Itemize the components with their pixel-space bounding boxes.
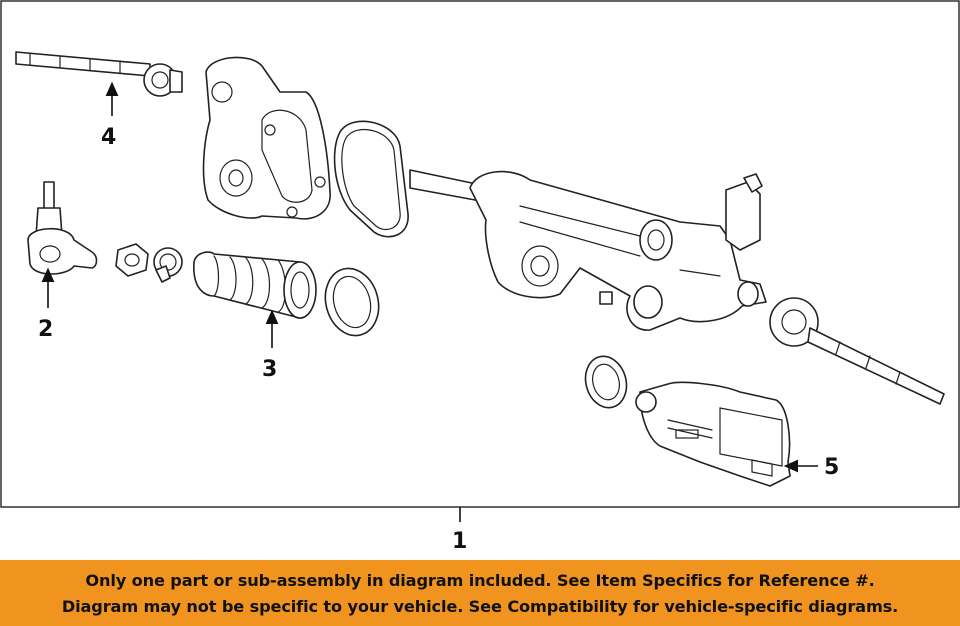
- diagram-frame: [0, 0, 960, 508]
- outer-tie-rod-end: [27, 181, 98, 275]
- callout-5: 5: [824, 455, 839, 480]
- inner-tie-rod-left: [15, 51, 183, 97]
- callout-4: 4: [101, 125, 116, 150]
- disclaimer-line-1: Only one part or sub-assembly in diagram…: [85, 571, 875, 590]
- inner-tie-rod-right: [769, 297, 945, 405]
- cover-gasket: [333, 120, 409, 238]
- rack-boot: [193, 251, 317, 319]
- boot-clamp-large: [324, 267, 380, 337]
- steering-rack-assembly: [409, 169, 767, 331]
- steering-gear-exploded-diagram: 4 2 3 5 1: [0, 0, 960, 554]
- disclaimer-line-2: Diagram may not be specific to your vehi…: [61, 597, 899, 616]
- clamp-ring-right: [584, 355, 628, 409]
- disclaimer-banner: Only one part or sub-assembly in diagram…: [0, 560, 960, 626]
- electric-assist-motor: [635, 381, 791, 487]
- callout-2: 2: [38, 317, 53, 342]
- boot-clamp-small: [153, 247, 183, 283]
- jam-nut: [115, 243, 149, 277]
- gear-housing-cover: [202, 56, 331, 220]
- callout-3: 3: [262, 357, 277, 382]
- callout-1: 1: [452, 529, 467, 554]
